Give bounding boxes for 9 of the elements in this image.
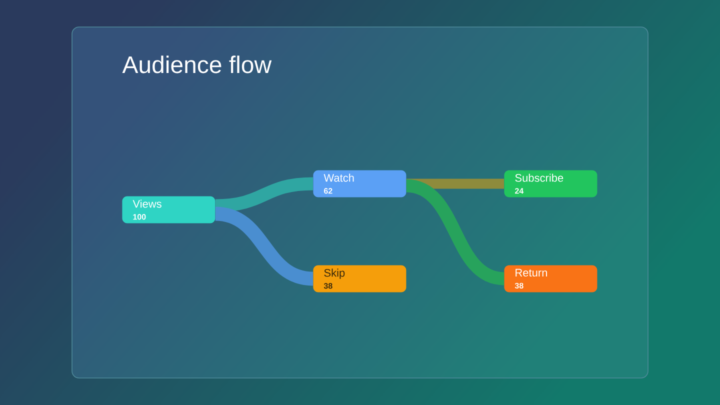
stage-box: Views 100 (122, 196, 216, 224)
stage-box: Watch 62 (313, 170, 406, 198)
title: Audience flow (122, 56, 272, 74)
stage-box: Skip 38 (313, 265, 406, 292)
flow-band (406, 178, 504, 189)
stage-box: Return 38 (504, 265, 598, 292)
stage-box: Subscribe 24 (504, 170, 598, 198)
flow-band (215, 177, 314, 212)
flow-band (405, 179, 505, 286)
